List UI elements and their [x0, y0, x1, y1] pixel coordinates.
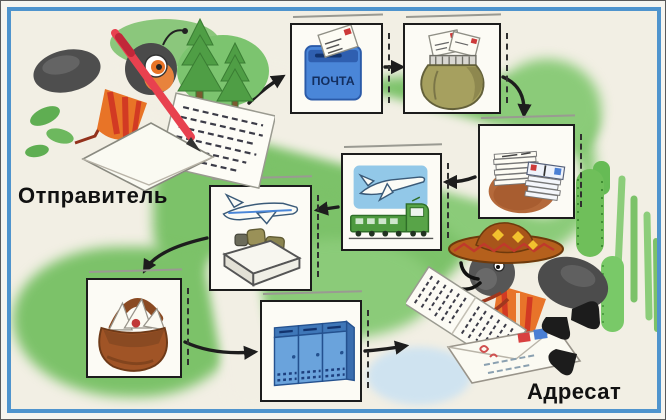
arrow-bag-to-mailboxes — [183, 340, 259, 360]
postbox-icon: ПОЧТА — [304, 25, 362, 101]
sender-ant-writing-icon — [25, 17, 275, 192]
addressee-label: Адресат — [527, 379, 622, 404]
train-icon — [348, 196, 434, 240]
cactus-and-grass — [576, 161, 660, 332]
step-plane-and-train — [341, 153, 449, 251]
step-apartment-mailboxes — [260, 300, 369, 402]
envelope-on-ground — [446, 326, 582, 384]
airplane-icon — [358, 173, 426, 202]
addressee-ant-reading-icon — [406, 222, 609, 384]
arrow-loading-to-bag — [142, 236, 209, 274]
arrow-transport-to-loading — [313, 201, 340, 216]
apartment-mailboxes-icon — [273, 320, 355, 387]
scene: ПОЧТА — [7, 7, 661, 413]
arrow-mailboxes-to-addressee — [363, 340, 410, 355]
mail-sack-icon — [420, 29, 485, 111]
cactus-icon — [576, 161, 624, 332]
conveyor — [222, 239, 302, 287]
sorted-letters-icon — [488, 150, 566, 214]
pen-icon — [111, 29, 201, 152]
grass-tuft-icon — [614, 175, 660, 332]
step-sorted-letters — [478, 124, 582, 219]
ant-body — [97, 89, 147, 140]
step-mail-sack — [403, 23, 508, 114]
letter-icon — [317, 25, 359, 58]
postman-bag-icon — [98, 297, 168, 372]
step-postman-bag — [86, 278, 189, 378]
step-postbox: ПОЧТА — [290, 23, 390, 114]
sombrero-icon — [448, 222, 564, 264]
boots-icon — [541, 301, 600, 376]
envelope — [81, 122, 215, 192]
leaves — [25, 106, 74, 158]
arrow-sorting-to-transport — [442, 174, 477, 190]
fir-trees — [177, 17, 254, 111]
airplane-loading-conveyor-icon — [222, 193, 302, 287]
plane-and-train-icon — [348, 165, 434, 240]
postbox-sign: ПОЧТА — [312, 74, 355, 88]
airplane-icon — [222, 193, 299, 225]
ant-head — [125, 28, 188, 95]
step-airplane-loading — [209, 185, 319, 291]
sender-label: Отправитель — [18, 183, 168, 208]
